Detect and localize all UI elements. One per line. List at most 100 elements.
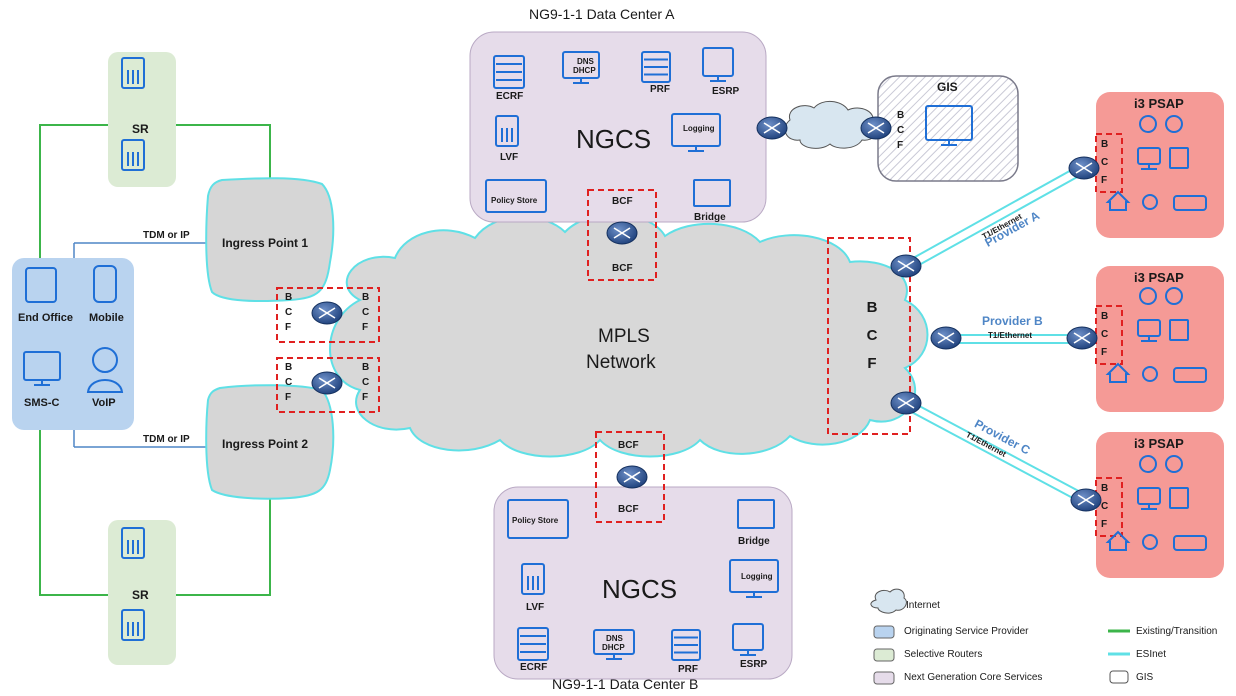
router-icon <box>890 254 922 278</box>
psap-1-ambulance-icon <box>1173 195 1207 211</box>
sr-top-panel <box>108 52 176 187</box>
psap-1-fire-icon <box>1105 190 1131 211</box>
psap-3-ambulance-icon <box>1173 535 1207 551</box>
psap-2-panel <box>1096 266 1224 412</box>
tdm-label-2: TDM or IP <box>143 434 190 445</box>
ingress-point-1-shape <box>205 177 335 303</box>
dc-b-lvf-label: LVF <box>526 602 545 613</box>
ingress1-left-bcf-c: C <box>285 307 293 318</box>
psap-3-bcf-b: B <box>1101 483 1109 494</box>
gis-c: C <box>897 125 905 136</box>
voip-label: VoIP <box>92 397 116 409</box>
dc-a-ecrf-icon <box>493 55 525 89</box>
dc-b-lvf-icon <box>521 563 545 595</box>
dc-b-title: NG9-1-1 Data Center B <box>552 676 699 692</box>
dc-b-ecrf-icon <box>517 627 549 661</box>
ingress2-left-bcf-c: C <box>285 377 293 388</box>
dc-a-lvf-icon <box>495 115 519 147</box>
sr-bottom-label: SR <box>132 588 149 602</box>
dc-b-bridge-label: Bridge <box>738 536 770 547</box>
psap-3-operator-2-icon <box>1165 455 1183 473</box>
dc-a-ngcs-label: NGCS <box>576 124 652 154</box>
legend-gis: GIS <box>1136 672 1154 683</box>
psap-2-fire-icon <box>1105 362 1131 383</box>
end-office-phone-icon <box>25 267 57 303</box>
psap-2-bcf-f: F <box>1101 347 1108 358</box>
ingress2-right-bcf-c: C <box>362 377 370 388</box>
legend-swatches <box>870 588 1130 685</box>
psap-3-fire-icon <box>1105 530 1131 551</box>
psap-1-operator-icon <box>1139 115 1157 133</box>
psap-2-operator-icon <box>1139 287 1157 305</box>
ingress1-right-bcf-f: F <box>362 322 369 333</box>
sr-top-icon-2 <box>121 139 145 171</box>
dc-b-policy-store-label: Policy Store <box>512 516 559 525</box>
dc-b-ngcs-label: NGCS <box>602 574 678 604</box>
voip-headset-icon <box>92 347 118 373</box>
dc-b-prf-label: PRF <box>678 664 698 675</box>
bcf-boxes <box>276 133 1123 537</box>
dc-b-esrp-label: ESRP <box>740 659 768 670</box>
dc-b-logging-label: Logging <box>741 572 773 581</box>
dc-a-bcf-top: BCF <box>612 196 633 207</box>
sms-c-label: SMS-C <box>24 397 60 409</box>
dc-a-esrp-label: ESRP <box>712 86 740 97</box>
existing-links <box>39 124 271 596</box>
dc-a-bridge-label: Bridge <box>694 212 726 223</box>
network-bcf-c: C <box>866 327 878 344</box>
dc-b-bridge-icon <box>737 499 775 529</box>
psap-2-operator-2-icon <box>1165 287 1183 305</box>
ingress2-right-bcf-f: F <box>362 392 369 403</box>
psap-2-server-icon <box>1169 319 1189 341</box>
dc-a-prf-icon <box>641 51 671 83</box>
tdm-label-1: TDM or IP <box>143 230 190 241</box>
device-icons <box>23 47 1207 661</box>
dc-b-ecrf-label: ECRF <box>520 662 548 673</box>
network-bcf-b: B <box>866 299 878 316</box>
ingress1-right-bcf-b: B <box>362 292 370 303</box>
sr-bottom-icon-1 <box>121 527 145 559</box>
legend-existing: Existing/Transition <box>1136 626 1218 637</box>
psap-1-server-icon <box>1169 147 1189 169</box>
mpls-label-1: MPLS <box>598 326 650 347</box>
dc-a-policy-store-icon <box>485 179 547 213</box>
router-icon <box>1070 488 1102 512</box>
dc-b-bcf-top: BCF <box>618 440 639 451</box>
sr-top-icon-1 <box>121 57 145 89</box>
ingress2-left-bcf-b: B <box>285 362 293 373</box>
sr-top-label: SR <box>132 122 149 136</box>
legend-sr: Selective Routers <box>904 649 983 660</box>
psap-1-bcf-b: B <box>1101 139 1109 150</box>
psap-3-operator-icon <box>1139 455 1157 473</box>
router-icon <box>616 465 648 489</box>
psap-3-title: i3 PSAP <box>1134 436 1184 451</box>
psap-1-title: i3 PSAP <box>1134 96 1184 111</box>
dc-a-prf-label: PRF <box>650 84 670 95</box>
legend-osp: Originating Service Provider <box>904 626 1029 637</box>
dc-b-dns-label: DNS <box>606 634 623 643</box>
ingress-point-1-label: Ingress Point 1 <box>222 236 309 250</box>
dc-b-bcf-bottom: BCF <box>618 504 639 515</box>
sr-bottom-panel <box>108 520 176 665</box>
router-icon <box>1066 326 1098 350</box>
ingress2-right-bcf-b: B <box>362 362 370 373</box>
dc-a-lvf-label: LVF <box>500 152 519 163</box>
ingress1-left-bcf-f: F <box>285 322 292 333</box>
psap-2-bcf-c: C <box>1101 329 1109 340</box>
dc-a-ecrf-label: ECRF <box>496 91 524 102</box>
router-icon <box>311 301 343 325</box>
dc-b-prf-icon <box>671 629 701 661</box>
mobile-phone-icon <box>93 265 117 303</box>
dc-b-policy-store-icon <box>507 499 569 539</box>
gis-title: GIS <box>937 80 958 94</box>
router-group <box>311 116 1102 512</box>
psap-2-ambulance-icon <box>1173 367 1207 383</box>
psap-2-title: i3 PSAP <box>1134 270 1184 285</box>
dc-b-dhcp-label: DHCP <box>602 643 625 652</box>
gis-b: B <box>897 110 905 121</box>
gis-f: F <box>897 140 904 151</box>
psap-3-police-icon <box>1142 534 1158 550</box>
ingress1-right-bcf-c: C <box>362 307 370 318</box>
router-icon <box>860 116 892 140</box>
